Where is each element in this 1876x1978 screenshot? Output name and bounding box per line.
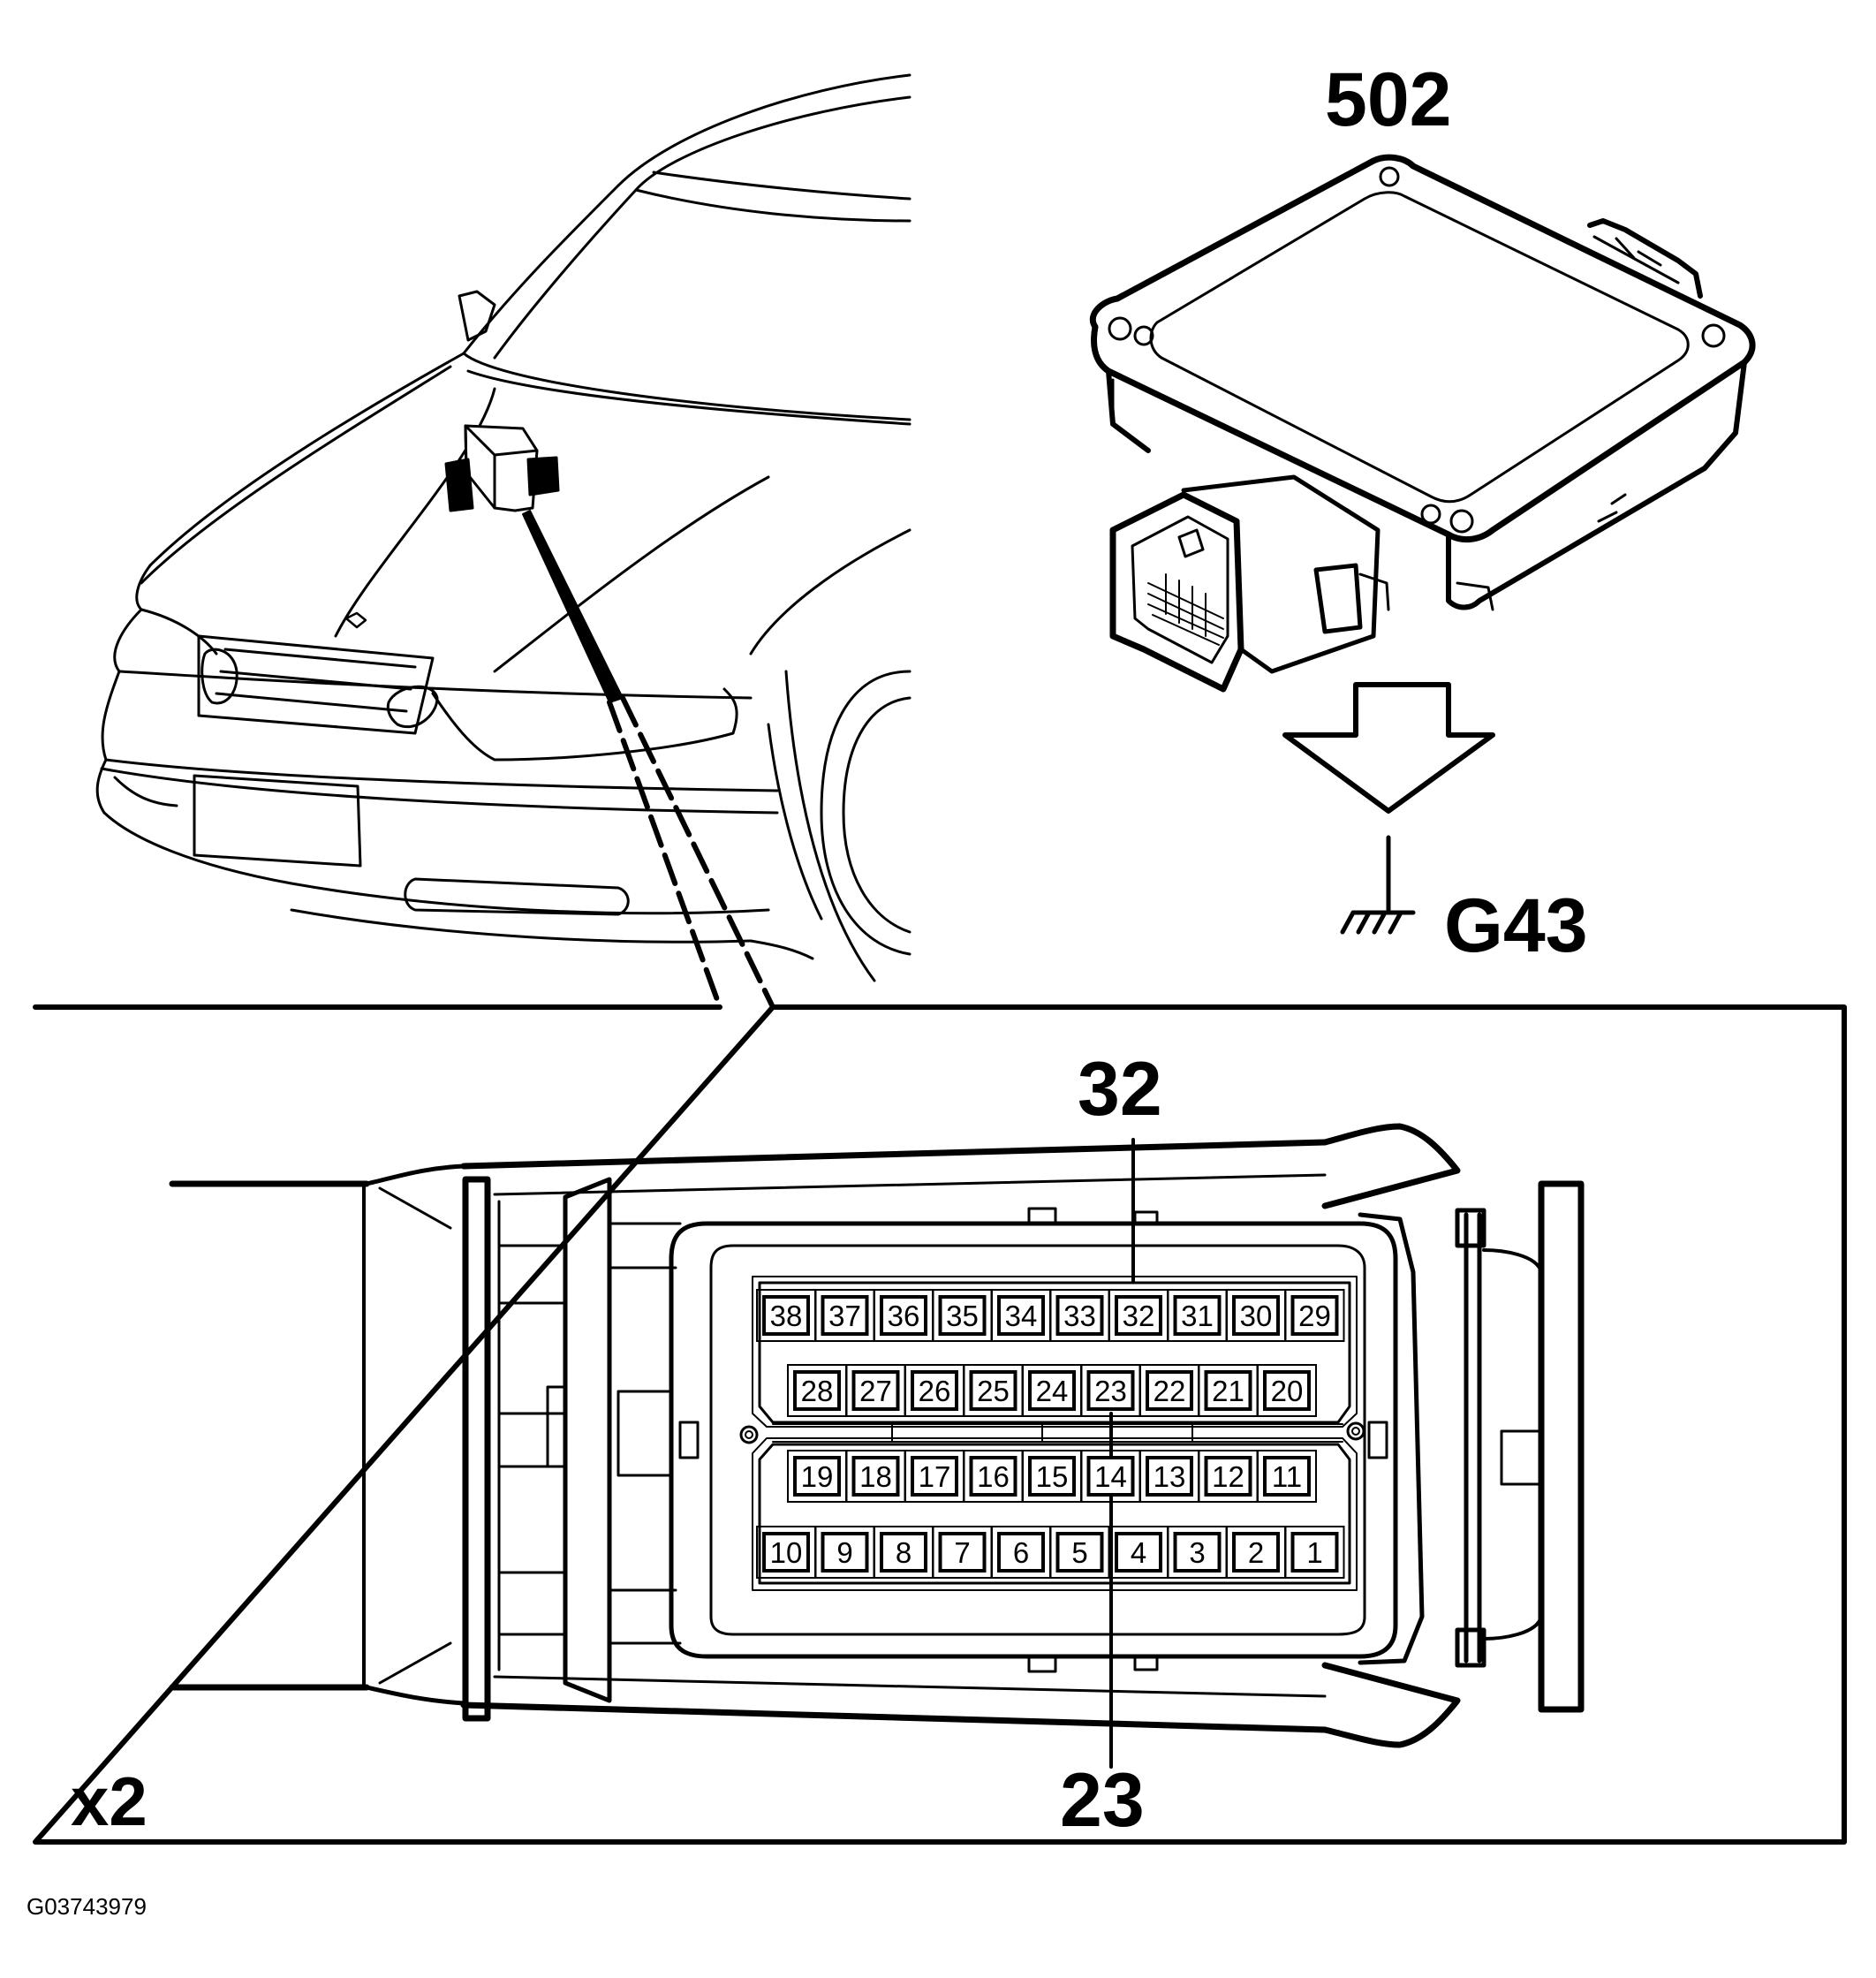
pin-number: 21: [1212, 1375, 1244, 1407]
pin-number: 31: [1181, 1300, 1214, 1332]
pin-25: 25: [963, 1364, 1024, 1417]
pin-3: 3: [1167, 1526, 1228, 1579]
pin-number: 35: [946, 1300, 979, 1332]
pin-28: 28: [787, 1364, 847, 1417]
pin-27: 27: [845, 1364, 906, 1417]
inset-frame: [33, 1004, 1847, 1845]
pin-36: 36: [874, 1289, 934, 1342]
pin-29: 29: [1284, 1289, 1345, 1342]
pin-21: 21: [1198, 1364, 1259, 1417]
connector-body: [169, 1123, 1585, 1748]
pin-2: 2: [1226, 1526, 1286, 1579]
pin-number: 18: [859, 1460, 892, 1493]
pin-31: 31: [1167, 1289, 1228, 1342]
pin-11: 11: [1257, 1450, 1317, 1503]
pin-24: 24: [1022, 1364, 1082, 1417]
pin-4: 4: [1108, 1526, 1169, 1579]
pin-number: 36: [888, 1300, 920, 1332]
pin-22: 22: [1139, 1364, 1199, 1417]
pin-33: 33: [1049, 1289, 1110, 1342]
pin-number: 13: [1154, 1460, 1186, 1493]
down-arrow: [1282, 685, 1494, 811]
pin-19: 19: [787, 1450, 847, 1503]
pin-38: 38: [756, 1289, 816, 1342]
pin-number: 11: [1272, 1460, 1302, 1493]
pin-7: 7: [932, 1526, 993, 1579]
module-label: 502: [1325, 57, 1452, 142]
pin-16: 16: [963, 1450, 1024, 1503]
pin-number: 12: [1212, 1460, 1244, 1493]
pin-30: 30: [1226, 1289, 1286, 1342]
pin-number: 27: [859, 1375, 892, 1407]
pin-1: 1: [1284, 1526, 1345, 1579]
pin-35: 35: [932, 1289, 993, 1342]
pin-number: 16: [977, 1460, 1010, 1493]
car-illustration: [95, 73, 912, 982]
pin-callout-bottom: 23: [1060, 1758, 1145, 1843]
pin-18: 18: [845, 1450, 906, 1503]
pin-number: 15: [1036, 1460, 1069, 1493]
pin-number: 29: [1298, 1300, 1331, 1332]
pin-number: 37: [828, 1300, 861, 1332]
pin-number: 7: [954, 1536, 970, 1569]
pin-number: 6: [1013, 1536, 1029, 1569]
pin-number: 8: [896, 1536, 912, 1569]
pin-callout-top: 32: [1078, 1047, 1162, 1132]
pin-number: 20: [1271, 1375, 1304, 1407]
pin-number: 34: [1005, 1300, 1038, 1332]
pin-13: 13: [1139, 1450, 1199, 1503]
pin-14: 14: [1080, 1450, 1141, 1503]
pin-number: 17: [919, 1460, 951, 1493]
pin-32: 32: [1108, 1289, 1169, 1342]
pin-number: 30: [1240, 1300, 1273, 1332]
pin-12: 12: [1198, 1450, 1259, 1503]
pin-20: 20: [1257, 1364, 1317, 1417]
pin-number: 10: [770, 1536, 803, 1569]
pin-number: 26: [919, 1375, 951, 1407]
leader-wedge: [522, 510, 775, 1010]
pin-number: 28: [801, 1375, 834, 1407]
pin-number: 2: [1248, 1536, 1264, 1569]
pin-number: 14: [1094, 1460, 1127, 1493]
multiplier-label: x2: [71, 1762, 148, 1840]
down-arrow-outline: [1282, 682, 1495, 814]
pin-10: 10: [756, 1526, 816, 1579]
pin-15: 15: [1022, 1450, 1082, 1503]
ground-symbol: [1340, 835, 1416, 935]
pin-17: 17: [904, 1450, 964, 1503]
pin-37: 37: [814, 1289, 875, 1342]
pin-26: 26: [904, 1364, 964, 1417]
pin-6: 6: [991, 1526, 1051, 1579]
pin-number: 23: [1094, 1375, 1127, 1407]
pin-number: 5: [1071, 1536, 1087, 1569]
pin-9: 9: [814, 1526, 875, 1579]
pin-number: 25: [977, 1375, 1010, 1407]
pin-number: 1: [1306, 1536, 1322, 1569]
pin-number: 3: [1189, 1536, 1205, 1569]
pin-number: 33: [1063, 1300, 1096, 1332]
pin-23: 23: [1080, 1364, 1141, 1417]
pin-34: 34: [991, 1289, 1051, 1342]
pin-number: 19: [801, 1460, 834, 1493]
figure-id: G03743979: [26, 1893, 147, 1920]
pin-number: 4: [1131, 1536, 1146, 1569]
pin-number: 22: [1154, 1375, 1186, 1407]
pin-number: 32: [1123, 1300, 1155, 1332]
pin-number: 9: [836, 1536, 852, 1569]
pin-number: 38: [770, 1300, 803, 1332]
pin-8: 8: [874, 1526, 934, 1579]
module-502-illustration: [1090, 154, 1756, 693]
ground-label: G43: [1444, 883, 1588, 968]
pin-5: 5: [1049, 1526, 1110, 1579]
pin-number: 24: [1036, 1375, 1069, 1407]
